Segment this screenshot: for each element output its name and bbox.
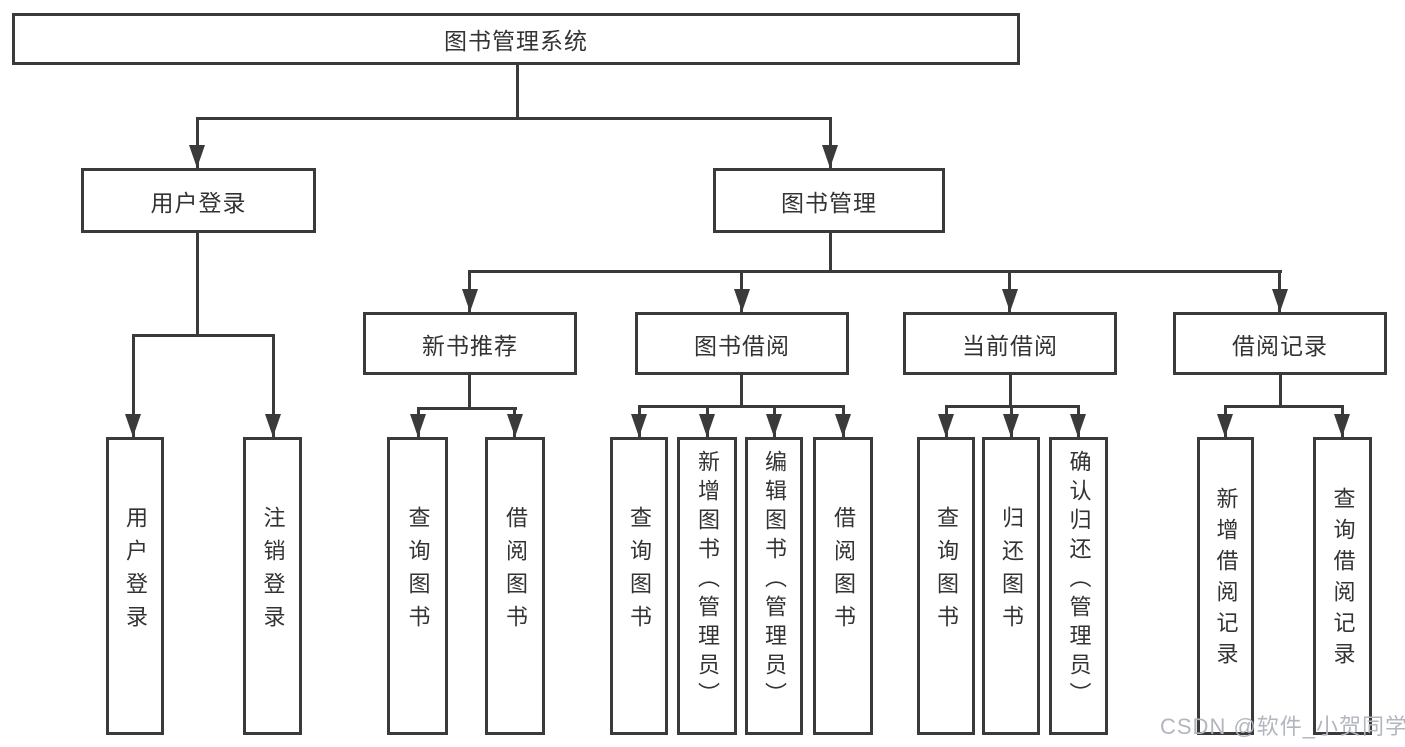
connector — [1009, 375, 1012, 407]
node-query-books-borrow: 查询图书 — [610, 437, 668, 735]
node-label: 新书推荐 — [422, 332, 518, 359]
node-label: 查询借阅记录 — [1330, 487, 1356, 673]
connector — [740, 375, 743, 407]
arrow-down-icon — [1070, 414, 1086, 437]
arrow-down-icon — [1003, 414, 1019, 437]
node-label: 图书借阅 — [694, 332, 790, 359]
arrow-down-icon — [189, 145, 205, 168]
arrow-down-icon — [410, 414, 426, 437]
arrow-down-icon — [699, 414, 715, 437]
node-query-books-recommend: 查询图书 — [387, 437, 448, 735]
arrow-down-icon — [734, 289, 750, 312]
node-edit-books-admin: 编辑图书（管理员） — [745, 437, 803, 735]
arrow-down-icon — [507, 414, 523, 437]
node-label: 当前借阅 — [962, 332, 1058, 359]
node-label: 注销登录 — [260, 506, 286, 638]
node-label: 用户登录 — [123, 506, 148, 638]
node-logout: 注销登录 — [243, 437, 302, 735]
node-label: 图书管理 — [781, 189, 877, 216]
arrow-down-icon — [1334, 414, 1350, 437]
connector — [417, 407, 517, 410]
node-label: 确认归还（管理员） — [1066, 449, 1092, 711]
node-borrow-books-recommend: 借阅图书 — [485, 437, 545, 735]
node-label: 编辑图书（管理员） — [762, 449, 787, 711]
arrow-down-icon — [938, 414, 954, 437]
node-confirm-return-admin: 确认归还（管理员） — [1049, 437, 1108, 735]
arrow-down-icon — [265, 414, 281, 437]
connector — [829, 117, 832, 168]
node-label: 新增图书（管理员） — [695, 449, 720, 711]
node-label: 用户登录 — [150, 189, 247, 216]
arrow-down-icon — [822, 145, 838, 168]
node-borrowing-records: 借阅记录 — [1173, 312, 1387, 375]
csdn-watermark: CSDN @软件_小贺同学 — [1160, 714, 1405, 739]
connector — [516, 65, 519, 118]
node-label: 查询图书 — [405, 506, 431, 638]
node-label: 借阅图书 — [831, 506, 856, 638]
node-label: 归还图书 — [999, 506, 1024, 638]
arrow-down-icon — [125, 414, 141, 437]
node-library-management-system: 图书管理系统 — [12, 13, 1020, 65]
arrow-down-icon — [462, 289, 478, 312]
node-label: 图书管理系统 — [444, 28, 588, 54]
node-user-login: 用户登录 — [106, 437, 164, 735]
node-book-borrowing: 图书借阅 — [635, 312, 849, 375]
node-label: 查询图书 — [934, 506, 959, 638]
node-query-books-current: 查询图书 — [917, 437, 975, 735]
connector — [196, 117, 199, 168]
connector — [829, 232, 832, 272]
node-query-borrow-record: 查询借阅记录 — [1313, 437, 1372, 735]
node-add-books-admin: 新增图书（管理员） — [677, 437, 737, 735]
connector — [272, 334, 275, 437]
arrow-down-icon — [631, 414, 647, 437]
connector — [638, 405, 845, 408]
node-label: 查询图书 — [627, 506, 652, 638]
node-label: 借阅记录 — [1232, 332, 1328, 359]
node-label: 借阅图书 — [503, 506, 528, 638]
arrow-down-icon — [1217, 414, 1233, 437]
connector — [1224, 405, 1343, 408]
connector — [196, 232, 199, 336]
node-label: 新增借阅记录 — [1213, 487, 1239, 673]
arrow-down-icon — [1002, 289, 1018, 312]
node-current-borrowing: 当前借阅 — [903, 312, 1117, 375]
connector — [132, 334, 135, 437]
node-add-borrow-record: 新增借阅记录 — [1197, 437, 1254, 735]
connector — [196, 117, 832, 120]
connector — [468, 270, 1282, 273]
arrow-down-icon — [1272, 289, 1288, 312]
node-borrow-books: 借阅图书 — [813, 437, 873, 735]
node-user-login-branch: 用户登录 — [81, 168, 316, 233]
node-book-management: 图书管理 — [713, 168, 945, 233]
connector — [132, 334, 275, 337]
arrow-down-icon — [835, 414, 851, 437]
connector — [468, 375, 471, 409]
node-return-books: 归还图书 — [982, 437, 1040, 735]
connector — [1279, 375, 1282, 407]
arrow-down-icon — [766, 414, 782, 437]
node-new-book-recommend: 新书推荐 — [363, 312, 577, 375]
